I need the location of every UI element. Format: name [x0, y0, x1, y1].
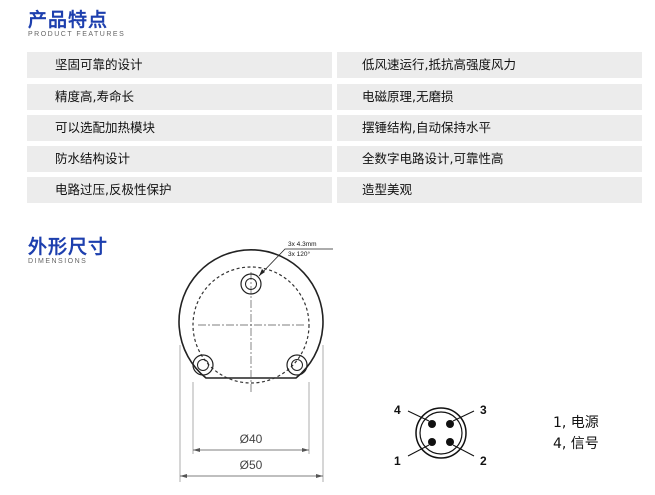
feature-right-3: 摆锤结构,自动保持水平 — [337, 115, 642, 141]
dimension-40: Ø40 — [240, 432, 263, 446]
pin-legend-power: 1, 电源 — [553, 415, 599, 431]
connector-diagram: 4 3 1 2 — [394, 403, 487, 468]
features-title: 产品特点 — [28, 9, 109, 31]
feature-left-1: 坚固可靠的设计 — [27, 52, 332, 78]
bolt-circle — [192, 266, 310, 384]
pin-3 — [446, 420, 454, 428]
feature-right-5: 造型美观 — [337, 177, 642, 203]
feature-left-5: 电路过压,反极性保护 — [27, 177, 332, 203]
feature-right-2: 电磁原理,无磨损 — [337, 84, 642, 110]
feature-left-3: 可以选配加热模块 — [27, 115, 332, 141]
feature-right-1: 低风速运行,抵抗高强度风力 — [337, 52, 642, 78]
mounting-hole-right — [286, 354, 308, 376]
dimensions-subtitle: DIMENSIONS — [28, 258, 88, 265]
feature-left-4: 防水结构设计 — [27, 146, 332, 172]
dimensions-title: 外形尺寸 — [28, 236, 109, 258]
pin-2 — [446, 438, 454, 446]
mounting-hole-left — [192, 354, 214, 376]
pin-label-2: 2 — [480, 454, 487, 468]
pin-legend-signal: 4, 信号 — [553, 436, 599, 452]
sensor-body-outline — [178, 249, 324, 379]
hole-angle-note: 3x 120° — [288, 250, 311, 258]
dimension-50: Ø50 — [240, 458, 263, 472]
pin-1 — [428, 438, 436, 446]
pin-label-4: 4 — [394, 403, 401, 417]
mounting-hole-top — [240, 273, 262, 295]
feature-right-4: 全数字电路设计,可靠性高 — [337, 146, 642, 172]
features-subtitle: PRODUCT FEATURES — [28, 31, 126, 38]
hole-size-note: 3x 4.3mm — [288, 241, 317, 248]
pin-label-1: 1 — [394, 454, 401, 468]
pin-label-3: 3 — [480, 403, 487, 417]
feature-left-2: 精度高,寿命长 — [27, 84, 332, 110]
pin-4 — [428, 420, 436, 428]
